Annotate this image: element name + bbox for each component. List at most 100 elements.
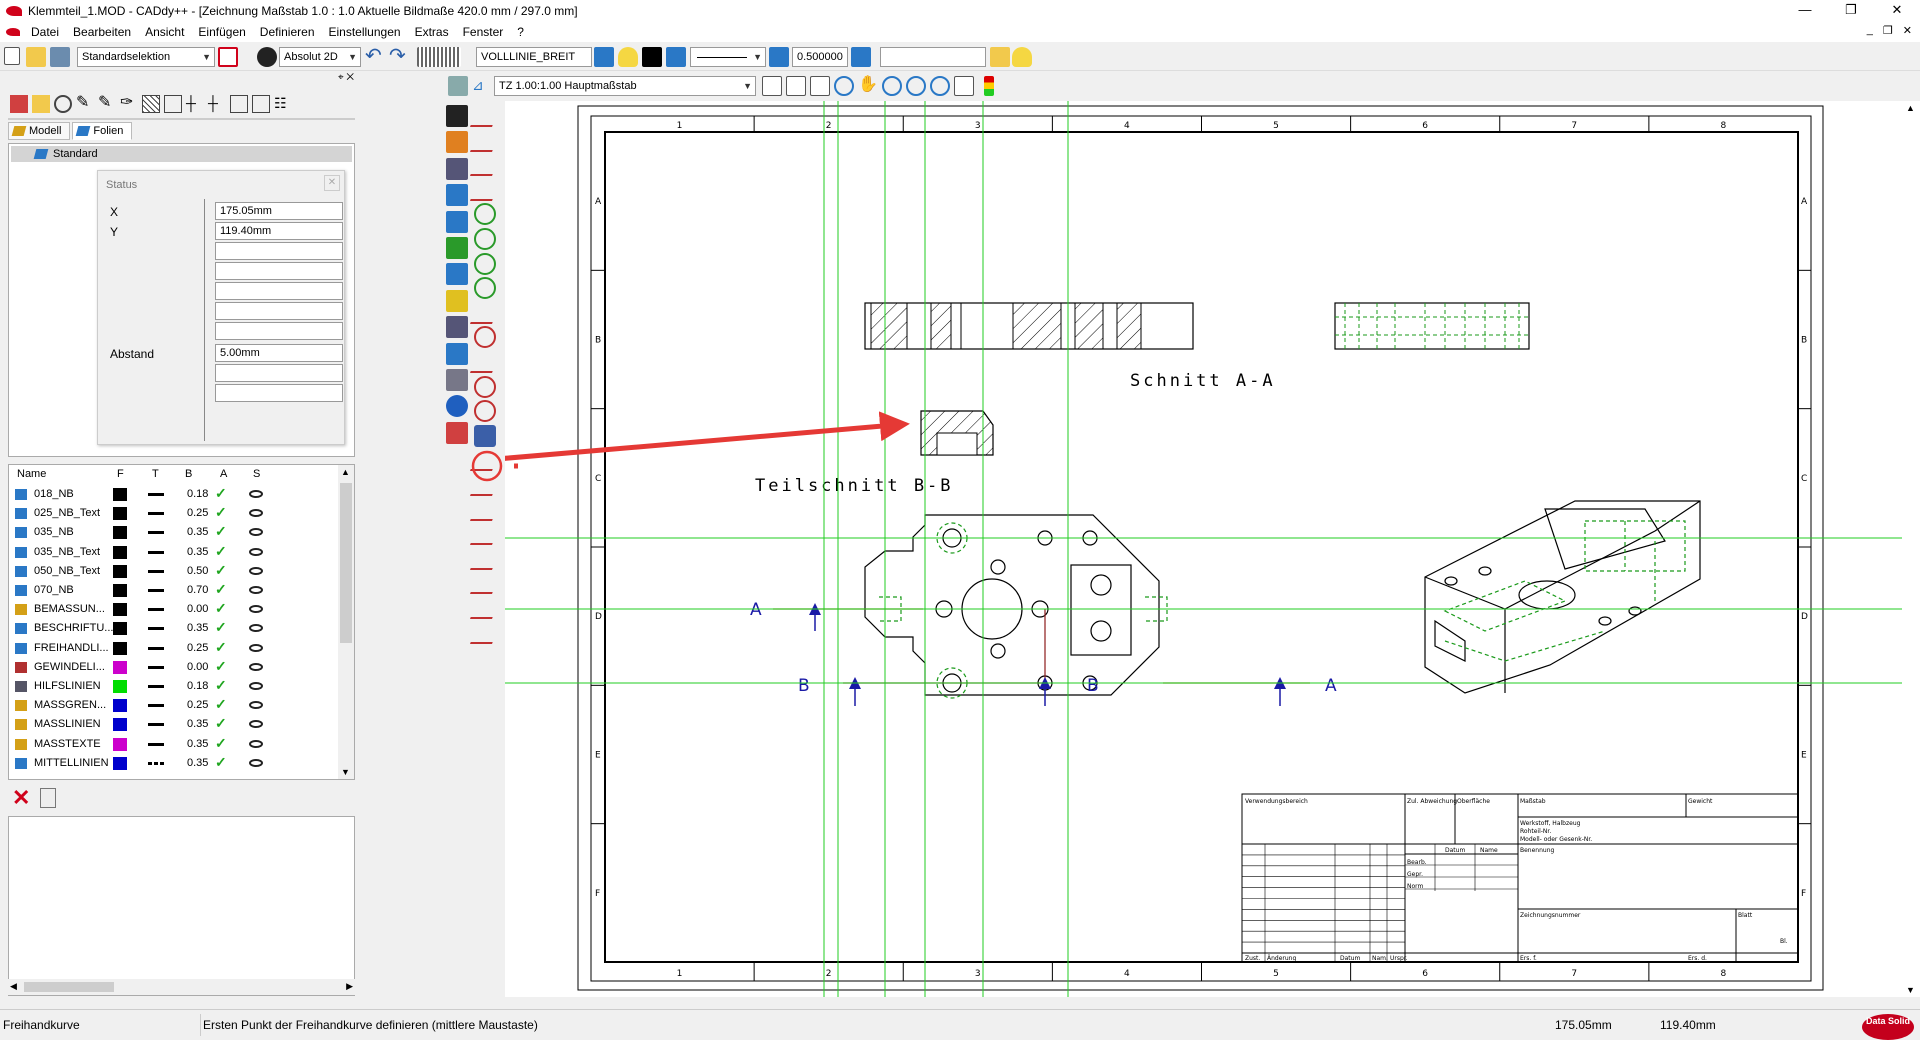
circle-icon[interactable]	[474, 252, 496, 275]
layer-linetype[interactable]	[148, 685, 164, 688]
layer-icon[interactable]	[594, 47, 614, 67]
polyline-icon[interactable]	[469, 154, 501, 177]
layer-width[interactable]: 0.18	[187, 680, 209, 692]
cube-icon[interactable]	[469, 523, 501, 546]
check-icon[interactable]: ✓	[215, 638, 227, 655]
select-color-icon[interactable]	[218, 47, 238, 67]
ellipse-icon[interactable]	[474, 375, 496, 398]
info-icon[interactable]	[446, 395, 468, 418]
eye-icon[interactable]	[249, 662, 263, 671]
layer-width[interactable]: 0.18	[187, 488, 209, 500]
col-a[interactable]: A	[220, 468, 228, 480]
annotate-icon[interactable]	[446, 289, 468, 312]
empty-field[interactable]	[215, 302, 343, 320]
eye-icon[interactable]	[249, 643, 263, 652]
layer-width[interactable]: 0.35	[187, 545, 209, 558]
layer-width[interactable]: 0.35	[187, 718, 209, 731]
traffic-light-icon[interactable]	[984, 76, 994, 96]
layer-linetype[interactable]	[148, 742, 164, 746]
zoom-icon[interactable]	[834, 76, 854, 96]
layer-linetype[interactable]	[148, 627, 164, 631]
rotate-icon[interactable]	[446, 210, 468, 233]
layer-width[interactable]: 0.25	[187, 641, 209, 654]
col-f[interactable]: F	[117, 468, 124, 480]
menu-datei[interactable]: Datei	[31, 25, 60, 39]
select-ghost-icon[interactable]	[469, 105, 501, 127]
layer-width[interactable]: 0.35	[187, 526, 209, 539]
layer-width[interactable]: 0.35	[187, 756, 209, 769]
eye-icon[interactable]	[249, 566, 263, 575]
layer-width[interactable]: 0.50	[187, 564, 209, 577]
layer-linetype[interactable]	[148, 723, 164, 727]
x-field[interactable]: 175.05mm	[215, 202, 343, 220]
minimize-button[interactable]: —	[1798, 2, 1812, 17]
check-icon[interactable]: ✓	[215, 504, 227, 521]
eye-icon[interactable]	[249, 739, 263, 748]
cube-icon[interactable]	[252, 95, 270, 113]
layer-color-swatch[interactable]	[113, 680, 127, 693]
check-icon[interactable]: ✓	[215, 600, 227, 617]
hatch-icon[interactable]	[446, 369, 468, 391]
layer-color-swatch[interactable]	[113, 737, 127, 751]
profile-icon[interactable]	[469, 572, 501, 595]
zoom-window-icon[interactable]	[762, 76, 782, 96]
layer-width[interactable]: 0.25	[187, 699, 209, 712]
eye-icon[interactable]	[249, 720, 263, 729]
layer-color-swatch[interactable]	[113, 545, 127, 559]
empty-field[interactable]	[215, 322, 343, 340]
redo-icon[interactable]: ↷	[389, 45, 406, 67]
close-button[interactable]: ✕	[1891, 2, 1903, 17]
circle-icon[interactable]	[474, 203, 496, 226]
layer-width[interactable]: 0.25	[187, 507, 209, 520]
layer-manager-icon[interactable]	[10, 95, 28, 113]
layer-row[interactable]: BEMASSUN...0.00✓	[9, 600, 339, 619]
col-b[interactable]: B	[185, 468, 193, 480]
layer-color-swatch[interactable]	[113, 526, 127, 540]
view-icon[interactable]	[954, 76, 974, 96]
layer-circle-icon[interactable]	[54, 95, 72, 113]
menu-extras[interactable]: Extras	[414, 25, 449, 39]
zoom-prev-icon[interactable]	[930, 76, 950, 96]
layer-linetype[interactable]	[148, 493, 164, 496]
tab-modell[interactable]: Modell	[8, 122, 71, 140]
y-field[interactable]: 119.40mm	[215, 222, 343, 240]
scroll-down-icon[interactable]: ▼	[341, 767, 350, 777]
select-arrow-icon[interactable]	[446, 105, 468, 127]
layer-color-swatch[interactable]	[113, 660, 127, 674]
layer-folder-icon[interactable]	[32, 95, 50, 113]
centerline-icon[interactable]	[446, 263, 468, 286]
color-swatch[interactable]	[642, 47, 662, 67]
layer-width[interactable]: 0.00	[187, 603, 209, 616]
layer-color-swatch[interactable]	[113, 699, 127, 713]
layer-table-scrollbar[interactable]: ▲ ▼	[338, 465, 354, 779]
layer-linetype[interactable]	[148, 569, 164, 573]
eye-icon[interactable]	[249, 605, 263, 614]
layer-row[interactable]: MASSGREN...0.25✓	[9, 696, 339, 715]
check-icon[interactable]: ✓	[215, 561, 227, 578]
layer-width[interactable]: 0.00	[187, 660, 209, 673]
menu-einstellungen[interactable]: Einstellungen	[328, 25, 401, 39]
undo-icon[interactable]: ↶	[365, 45, 382, 67]
list-icon[interactable]: ☷	[274, 95, 287, 111]
layer-width[interactable]: 0.35	[187, 737, 209, 750]
layer-linetype[interactable]	[148, 531, 164, 535]
col-s[interactable]: S	[253, 468, 261, 480]
empty-field[interactable]	[215, 364, 343, 382]
check-icon[interactable]: ✓	[215, 619, 227, 636]
layer-width[interactable]: 0.70	[187, 584, 209, 596]
scale-icon[interactable]: ⊿	[472, 77, 484, 93]
check-icon[interactable]: ✓	[215, 657, 227, 674]
box-icon[interactable]	[469, 547, 501, 570]
eye-icon[interactable]	[249, 547, 263, 556]
hatch-icon[interactable]	[446, 184, 468, 207]
scale-select[interactable]: TZ 1.00:1.00 Hauptmaßstab▼	[494, 76, 756, 96]
layer-icon[interactable]	[769, 47, 789, 67]
layer-linetype[interactable]	[148, 704, 164, 708]
